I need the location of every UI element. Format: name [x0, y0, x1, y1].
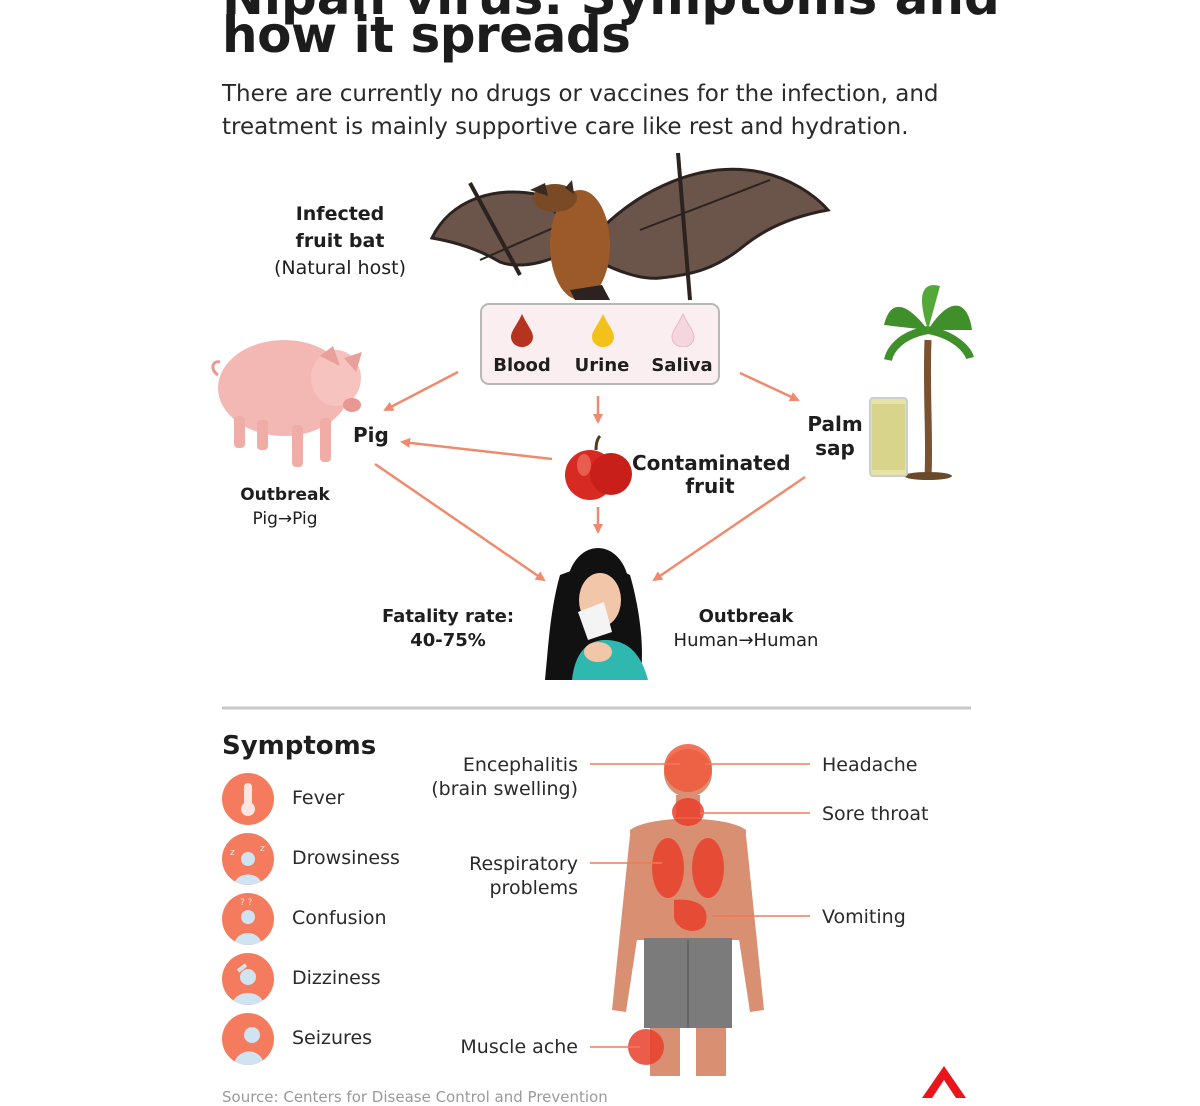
symptoms-heading: Symptoms — [222, 731, 377, 761]
respiratory-label-line1: Respiratory — [469, 853, 578, 875]
pig-icon — [211, 340, 362, 467]
bat-label-line1: Infected — [295, 203, 385, 225]
sneezing-person-icon — [545, 548, 648, 680]
encephalitis-label-line2: (brain swelling) — [431, 778, 578, 800]
apple-icon — [565, 434, 632, 500]
svg-text:z: z — [260, 844, 265, 854]
svg-text:z: z — [230, 848, 235, 858]
symptom-label: Confusion — [292, 907, 387, 929]
human-body-icon — [612, 744, 764, 1076]
bat-note: (Natural host) — [274, 257, 406, 279]
palm-sap-label-line2: sap — [815, 436, 855, 460]
saliva-drop-icon — [671, 313, 695, 347]
fruit-label-line2: fruit — [685, 474, 735, 498]
confused-person-icon: ? ? — [222, 893, 274, 945]
arrow-palm-to-human — [652, 475, 806, 582]
palm-tree-icon — [884, 285, 974, 480]
fatality-value: 40-75% — [410, 630, 486, 651]
symptom-confusion: ? ? Confusion — [222, 893, 442, 947]
urine-drop-icon — [592, 314, 614, 347]
fluid-saliva-label: Saliva — [651, 355, 713, 376]
bat-label-line2: fruit bat — [295, 230, 385, 252]
seizure-person-icon — [222, 1013, 274, 1065]
symptom-label: Fever — [292, 787, 345, 809]
symptom-dizziness: Dizziness — [222, 953, 442, 1007]
muscle-ache-label: Muscle ache — [460, 1036, 578, 1058]
symptom-seizures: Seizures — [222, 1013, 442, 1067]
fruit-bat-icon — [429, 152, 831, 301]
symptom-label: Seizures — [292, 1027, 373, 1049]
title-partial-line: Nipah virus: Symptoms and — [222, 0, 1000, 26]
thermometer-icon — [222, 773, 274, 825]
respiratory-label-line2: problems — [489, 877, 578, 899]
page-subtitle: There are currently no drugs or vaccines… — [222, 81, 939, 140]
palm-sap-label-line1: Palm — [807, 412, 863, 436]
pig-outbreak-title: Outbreak — [240, 485, 330, 505]
headache-label: Headache — [822, 754, 918, 776]
dizzy-person-icon — [222, 953, 274, 1005]
logo-icon — [922, 1066, 966, 1098]
vomiting-label: Vomiting — [822, 906, 906, 928]
sore-throat-label: Sore throat — [822, 803, 929, 825]
source-note: Source: Centers for Disease Control and … — [222, 1088, 608, 1106]
symptom-fever: Fever — [222, 773, 442, 827]
arrow-fluids-to-pig — [383, 370, 459, 412]
fluid-blood-label: Blood — [493, 355, 551, 376]
fatality-title: Fatality rate: — [381, 606, 515, 627]
fluids-box: Blood Urine Saliva — [480, 303, 720, 385]
arrow-fruit-to-pig — [400, 437, 553, 461]
palm-sap-glass-icon — [869, 397, 908, 477]
human-outbreak-route: Human→Human — [673, 630, 819, 651]
arrow-fluids-to-palm — [739, 371, 800, 402]
fruit-label-line1: Contaminated — [632, 451, 791, 475]
svg-text:? ?: ? ? — [240, 898, 253, 908]
symptom-label: Dizziness — [292, 967, 381, 989]
symptom-label: Drowsiness — [292, 847, 400, 869]
blood-drop-icon — [511, 314, 533, 347]
pig-outbreak-route: Pig→Pig — [252, 509, 318, 529]
human-outbreak-title: Outbreak — [698, 606, 794, 627]
arrow-pig-to-human — [374, 462, 546, 582]
page-title: how it spreads — [222, 6, 631, 64]
encephalitis-label-line1: Encephalitis — [462, 754, 578, 776]
fluid-urine-label: Urine — [574, 355, 630, 376]
pig-label: Pig — [353, 423, 389, 447]
